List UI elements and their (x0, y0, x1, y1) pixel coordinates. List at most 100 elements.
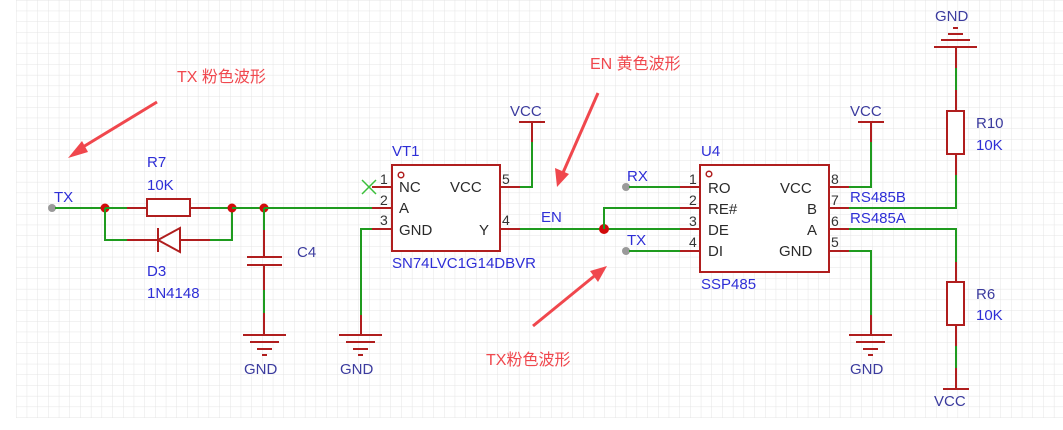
wire (520, 142, 533, 188)
ic-body (391, 164, 501, 252)
pin-name: VCC (450, 179, 482, 196)
no-connect-icon (361, 179, 377, 195)
port-icon[interactable] (48, 204, 56, 212)
annotation-en: EN 黄色波形 (555, 55, 681, 187)
arrow-line (560, 92, 600, 176)
wire-rs485b (849, 175, 957, 209)
d3-ref: D3 (147, 263, 166, 280)
gnd-symbol-top: GND (934, 8, 977, 68)
pin-number: 1 (380, 171, 388, 187)
c4-ref: C4 (297, 244, 316, 261)
vt1-ref: VT1 (392, 143, 420, 160)
ic-vt1[interactable]: VT1 SN74LVC1G14DBVR 1 NC 2 A 3 GND 5 VCC… (361, 143, 536, 272)
pin-name: GND (779, 243, 813, 260)
annotation-text: EN 黄色波形 (590, 55, 681, 73)
vcc-symbol-bottom: VCC (934, 368, 969, 410)
resistor-body (946, 281, 965, 326)
pin-name: DI (708, 243, 723, 260)
arrow-head-icon (68, 141, 88, 158)
pin-name: DE (708, 222, 729, 239)
ic-body (699, 164, 830, 273)
pin-name: RO (708, 180, 731, 197)
gnd-symbol-vt1: GND (339, 315, 382, 378)
resistor-r6[interactable]: R6 10K (946, 262, 1003, 368)
net-label-rs485b: RS485B (850, 189, 906, 206)
pin-name: NC (399, 179, 421, 196)
r7-ref: R7 (147, 154, 166, 171)
pin-number: 2 (380, 192, 388, 208)
pin1-marker-icon (397, 171, 405, 179)
gnd-label: GND (244, 361, 278, 378)
r10-value: 10K (976, 137, 1003, 154)
pin-number: 7 (831, 192, 839, 208)
annotation-text: TX 粉色波形 (177, 68, 266, 86)
gnd-label: GND (340, 361, 374, 378)
pin-number: 8 (831, 171, 839, 187)
tx-di-port[interactable]: TX (622, 232, 646, 255)
net-label-en: EN (541, 209, 562, 226)
pin-number: 3 (380, 212, 388, 228)
rx-port[interactable]: RX (622, 168, 648, 191)
wire-en-re (603, 207, 680, 229)
wire (210, 208, 233, 241)
resistor-body (946, 110, 965, 155)
resistor-body (146, 198, 191, 217)
wire (849, 142, 872, 188)
wire-rs485a (849, 228, 957, 262)
pin-name: A (399, 200, 409, 217)
net-label-tx-di: TX (627, 232, 646, 249)
net-label-rx: RX (627, 168, 648, 185)
pin-name: VCC (780, 180, 812, 197)
pin-number: 3 (689, 213, 697, 229)
tx-input-port[interactable]: TX (48, 189, 73, 212)
annotation-tx-bottom: TX粉色波形 (486, 266, 607, 369)
pin-name: RE# (708, 201, 738, 218)
pin-number: 5 (831, 234, 839, 250)
diode-d3[interactable]: D3 1N4148 (104, 208, 233, 302)
resistor-r7[interactable]: R7 10K (105, 154, 232, 217)
pin-name: B (807, 201, 817, 218)
r10-ref: R10 (976, 115, 1004, 132)
pin1-marker-icon (705, 170, 713, 178)
u4-part: SSP485 (701, 276, 756, 293)
wire (360, 228, 372, 315)
capacitor-c4[interactable]: C4 (247, 208, 316, 313)
u4-ref: U4 (701, 143, 720, 160)
annotation-tx-top: TX 粉色波形 (68, 68, 266, 158)
r7-value: 10K (147, 177, 174, 194)
vcc-label: VCC (510, 103, 542, 120)
pin-number: 4 (502, 212, 510, 228)
pin-number: 4 (689, 234, 697, 250)
pin-number: 1 (689, 171, 697, 187)
gnd-symbol-u4: GND (849, 315, 892, 378)
net-label-tx: TX (54, 189, 73, 206)
d3-value: 1N4148 (147, 285, 200, 302)
annotation-text: TX粉色波形 (486, 351, 570, 369)
vcc-label: VCC (850, 103, 882, 120)
gnd-symbol-c4: GND (243, 313, 286, 378)
pin-name: GND (399, 222, 433, 239)
arrow-head-icon (555, 168, 569, 187)
pin-name: Y (479, 222, 489, 239)
pin-number: 6 (831, 213, 839, 229)
resistor-r10[interactable]: R10 10K (946, 68, 1004, 175)
gnd-label: GND (850, 361, 884, 378)
net-label-rs485a: RS485A (850, 210, 906, 227)
gnd-label: GND (935, 8, 969, 25)
vcc-label: VCC (934, 393, 966, 410)
r6-ref: R6 (976, 286, 995, 303)
vcc-symbol-u4: VCC (850, 103, 884, 142)
r6-value: 10K (976, 307, 1003, 324)
arrow-line (77, 100, 158, 152)
wire (849, 250, 872, 315)
wire (104, 208, 127, 241)
port-icon[interactable] (622, 247, 630, 255)
arrow-head-icon (590, 266, 607, 282)
pin-number: 5 (502, 171, 510, 187)
pin-number: 2 (689, 192, 697, 208)
ic-u4[interactable]: U4 SSP485 1 RO 2 RE# 3 DE 4 DI 8 VCC 7 B… (680, 143, 849, 293)
port-icon[interactable] (622, 183, 630, 191)
vt1-part: SN74LVC1G14DBVR (392, 255, 536, 272)
vcc-symbol-vt1: VCC (510, 103, 545, 142)
